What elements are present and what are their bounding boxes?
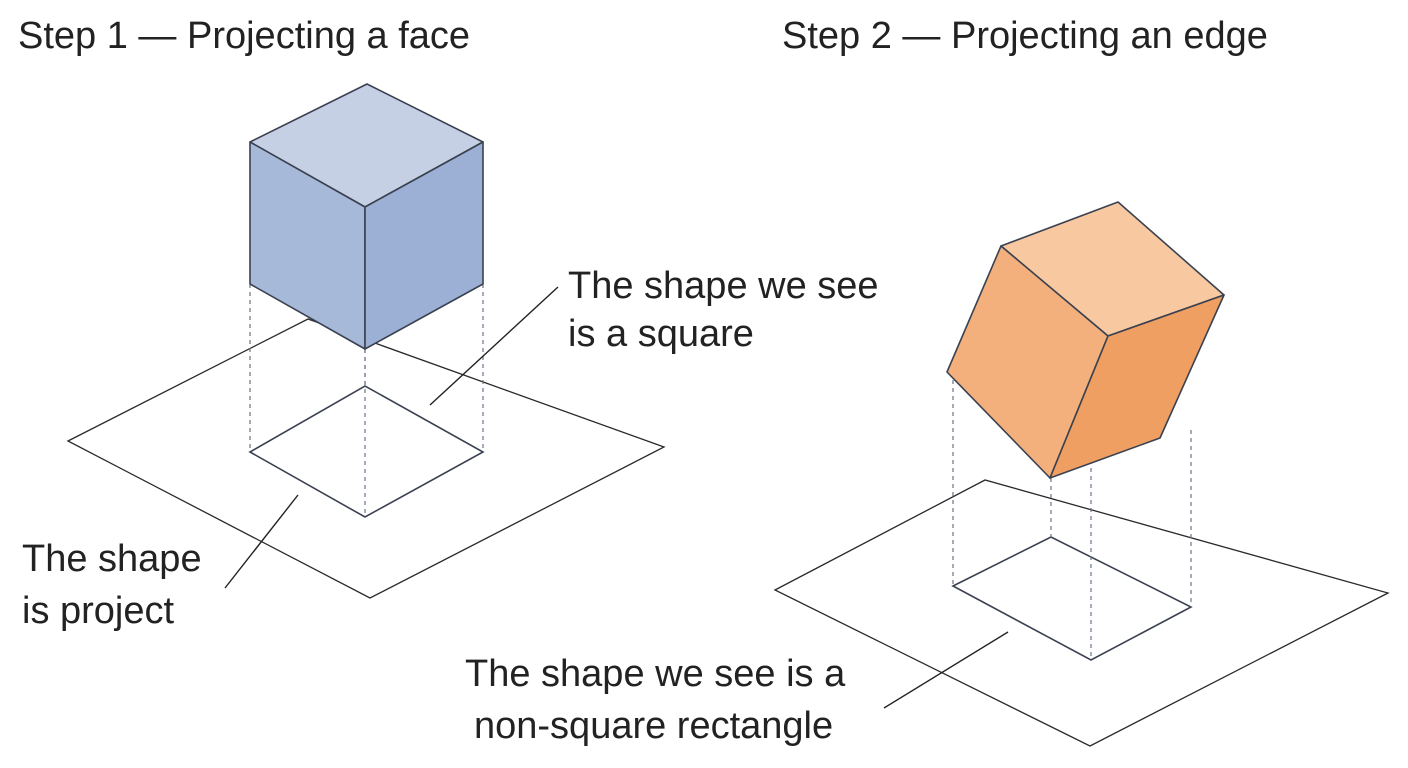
step1-figure [66,83,666,599]
step2-callout-leader [883,631,1009,709]
orange-cube [946,201,1225,479]
step1-callout-top-line1: The shape we see [568,265,879,307]
blue-cube [249,83,484,350]
step1-title: Step 1 — Projecting a face [18,15,471,57]
step1-projection-plane [66,318,666,599]
step1-callout-leader-top [429,286,559,406]
step1-callout-bottom-line1: The shape [22,538,202,580]
step2-rectangle-projection [951,536,1193,661]
step2-projection-plane [773,479,1390,747]
orange-cube-side-face [1049,294,1225,479]
step2-title: Step 2 — Projecting an edge [782,15,1268,57]
step1-callout-leader-bottom [224,494,299,589]
blue-cube-side-face [364,141,484,350]
step2-callout-line2: non-square rectangle [474,705,834,747]
step1-callout-top-line2: is a square [568,313,754,355]
step2-figure [773,201,1390,747]
step1-square-projection [248,385,485,518]
step2-callout-line1: The shape we see is a [465,653,846,695]
step1-callout-bottom-line2: is project [22,590,175,632]
